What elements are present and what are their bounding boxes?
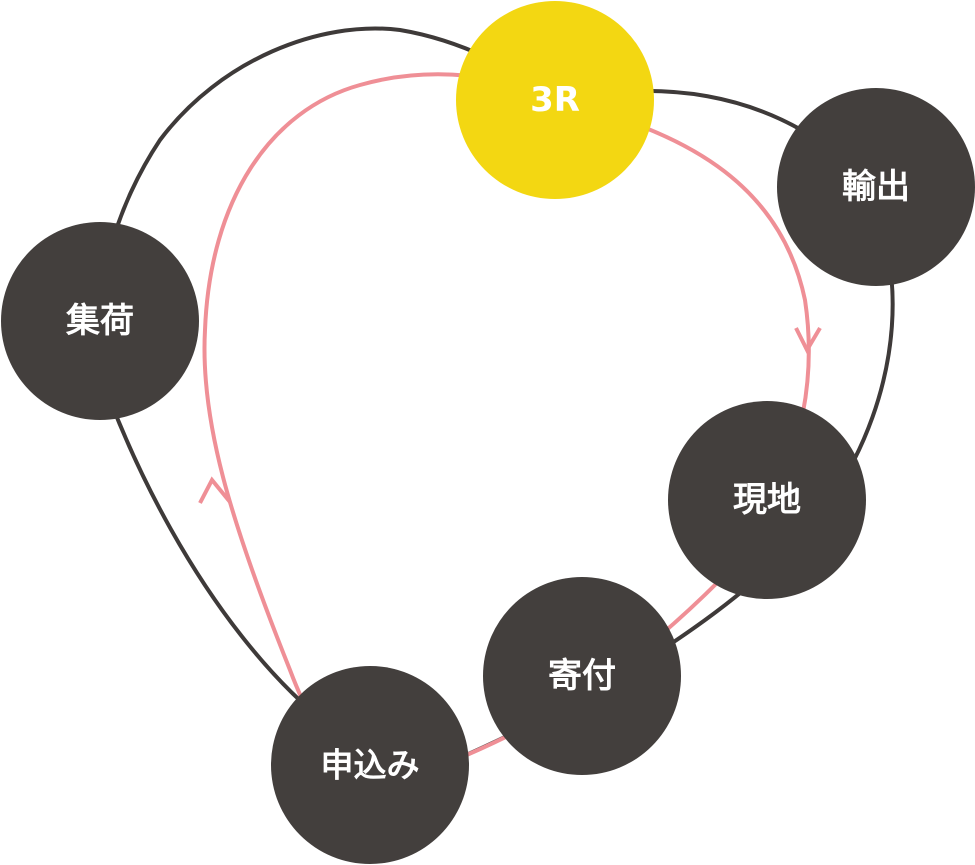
node-collection: 集荷 — [1, 222, 199, 420]
node-donation-circle — [483, 577, 681, 775]
node-collection-label: 集荷 — [65, 301, 134, 341]
node-3r-label: 3R — [530, 80, 580, 120]
node-export-circle — [777, 88, 975, 286]
node-local-label: 現地 — [733, 480, 801, 520]
node-export-label: 輸出 — [842, 167, 910, 207]
node-collection-circle — [1, 222, 199, 420]
node-application-label: 申込み — [321, 746, 420, 785]
node-donation-label: 寄付 — [548, 656, 616, 696]
node-3r-circle — [456, 1, 654, 199]
arrow-chevron-down-icon — [794, 326, 822, 355]
node-3r: 3R — [456, 1, 654, 199]
node-local-circle — [668, 401, 866, 599]
node-application: 申込み — [271, 666, 469, 864]
node-application-circle — [271, 666, 469, 864]
arrow-chevron-up-icon — [198, 476, 232, 504]
node-export: 輸出 — [777, 88, 975, 286]
node-donation: 寄付 — [483, 577, 681, 775]
node-local: 現地 — [668, 401, 866, 599]
